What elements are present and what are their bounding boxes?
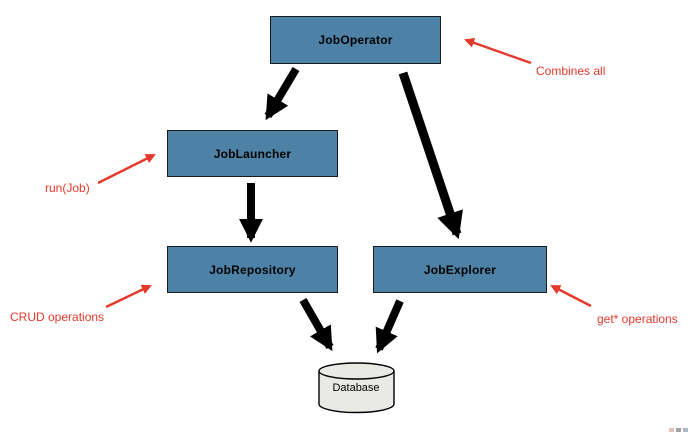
annotation-crud-operations: CRUD operations (10, 310, 105, 324)
node-jobrepository-label: JobRepository (209, 262, 296, 277)
node-jobrepository: JobRepository (167, 246, 338, 293)
node-joboperator-label: JobOperator (318, 33, 393, 47)
node-joboperator: JobOperator (270, 16, 441, 64)
node-joblauncher-label: JobLauncher (213, 146, 292, 161)
node-joblauncher: JobLauncher (167, 130, 338, 177)
edge-joboperator-to-jobexplorer (398, 71, 463, 240)
annotation-arrow-get-operations (550, 284, 592, 308)
node-jobexplorer: JobExplorer (373, 246, 547, 293)
node-database-label: Database (332, 382, 380, 394)
node-jobexplorer-label: JobExplorer (423, 262, 497, 277)
edge-joboperator-to-joblauncher (264, 66, 300, 121)
edge-jobrepository-to-database (299, 298, 334, 352)
annotation-arrow-run-job (97, 153, 156, 185)
annotation-run-job: run(Job) (45, 181, 90, 195)
database-cylinder (318, 362, 395, 414)
edge-jobexplorer-to-database (375, 299, 404, 354)
annotation-arrow-crud-operations (105, 284, 152, 309)
corner-artifact (669, 428, 691, 434)
annotation-get-operations: get* operations (597, 312, 678, 326)
annotation-combines-all: Combines all (536, 64, 606, 78)
annotation-arrow-combines-all (464, 37, 532, 65)
